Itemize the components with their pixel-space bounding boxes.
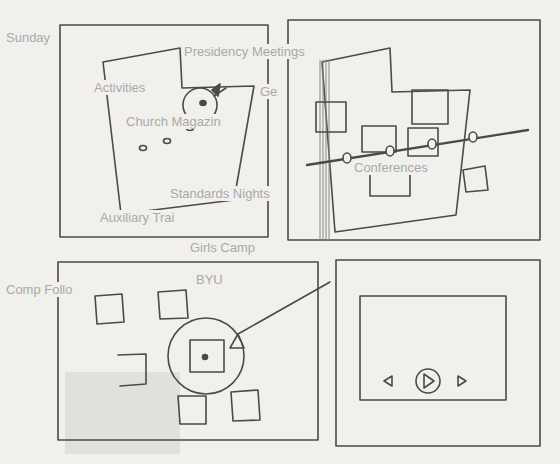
show-through-text: Standards Nights	[168, 186, 272, 201]
sketch-panel-timeline	[288, 20, 540, 240]
sketch-panel-video-player	[336, 260, 540, 446]
show-through-text: Girls Camp	[188, 240, 257, 255]
show-through-text: Activities	[92, 80, 147, 95]
show-through-text: Auxiliary Trai	[98, 210, 176, 225]
sketch-panel-grid-zoom	[58, 262, 330, 454]
show-through-text: Conferences	[352, 160, 430, 175]
show-through-text: Comp Follo	[4, 282, 74, 297]
show-through-text: Church Magazin	[124, 114, 223, 129]
show-through-text: Presidency Meetings	[182, 44, 307, 59]
show-through-text: Sunday	[4, 30, 52, 45]
show-through-text: Ge	[258, 84, 279, 99]
show-through-text: BYU	[194, 272, 225, 287]
